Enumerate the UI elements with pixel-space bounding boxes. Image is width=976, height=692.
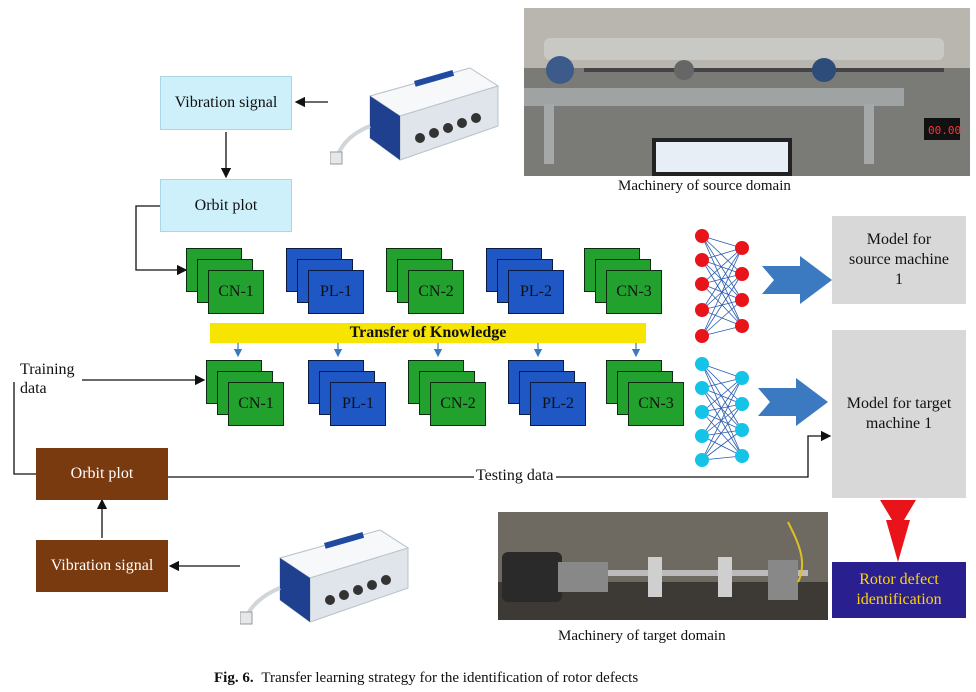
source-net-connection — [701, 259, 743, 327]
orbit-plot-bottom: Orbit plot — [36, 448, 168, 500]
target-net-connection — [701, 429, 743, 461]
source-net-output-neuron — [735, 241, 749, 255]
target-net-connection — [701, 435, 743, 457]
target-net-output-neuron — [735, 423, 749, 437]
target-net-connection — [701, 377, 743, 461]
source-caption: Machinery of source domain — [618, 178, 791, 194]
source-net-connection — [701, 247, 743, 285]
target-net-input-neuron — [695, 453, 709, 467]
source-net-connection — [701, 259, 743, 275]
model-source-box: Model for source machine 1 — [832, 216, 966, 304]
target-caption: Machinery of target domain — [558, 628, 726, 644]
target-net-connection — [701, 387, 743, 431]
target-layer-pl2-label: PL-2 — [542, 395, 574, 412]
target-net-input-neuron — [695, 405, 709, 419]
red-arrow-down — [880, 500, 916, 562]
vibration-signal-bottom-label: Vibration signal — [50, 557, 154, 574]
target-net-connection — [701, 411, 743, 431]
source-net-input-neuron — [695, 277, 709, 291]
source-machinery-photo: 00.00 — [524, 8, 970, 176]
model-source-label: Model for source machine 1 — [849, 231, 949, 288]
figure-caption-label: Fig. 6. — [214, 670, 254, 686]
target-net-input-neuron — [695, 381, 709, 395]
target-net-input-neuron — [695, 357, 709, 371]
vibration-signal-top-label: Vibration signal — [174, 94, 278, 111]
orbit-plot-top-label: Orbit plot — [194, 196, 258, 214]
source-net-connection — [701, 235, 743, 301]
source-net-connection — [701, 259, 743, 301]
arrow-orbit-to-cn1 — [135, 205, 188, 276]
target-layer-cn2-label: CN-2 — [440, 395, 476, 412]
target-net-connection — [701, 363, 743, 457]
counter-display-icon — [924, 118, 960, 140]
target-net-connection — [701, 363, 743, 431]
arrow-training-line — [13, 382, 36, 475]
figure-caption-text: Transfer learning strategy for the ident… — [261, 670, 639, 686]
target-net-output-neuron — [735, 371, 749, 385]
testing-data-label: Testing data — [474, 467, 556, 485]
rotor-defect-label: Rotor defect identification — [856, 571, 942, 608]
target-layer-cn3-label: CN-3 — [638, 395, 674, 412]
source-net-connection — [701, 235, 743, 275]
source-net-input-neuron — [695, 229, 709, 243]
transfer-banner: Transfer of Knowledge — [210, 323, 646, 343]
target-machinery-illustration — [498, 512, 828, 620]
model-target-box: Model for target machine 1 — [832, 330, 966, 498]
blue-arrow-source — [762, 256, 832, 304]
target-machinery-photo — [498, 512, 828, 620]
source-layer-pl1-label: PL-1 — [320, 283, 352, 300]
source-net-connection — [701, 247, 743, 311]
target-net-connection — [701, 377, 743, 413]
target-net-connection — [701, 363, 743, 379]
source-layer-pl2-label: PL-2 — [520, 283, 552, 300]
target-net-output-neuron — [735, 397, 749, 411]
target-net-output-neuron — [735, 449, 749, 463]
source-machinery-illustration: 00.00 — [524, 8, 970, 176]
daq-device-icon-bottom — [240, 529, 410, 625]
rotor-defect-box: Rotor defect identification — [832, 562, 966, 618]
target-net-connection — [701, 387, 743, 457]
figure-caption: Fig. 6. Transfer learning strategy for t… — [214, 670, 638, 687]
source-net-input-neuron — [695, 253, 709, 267]
source-net-output-neuron — [735, 293, 749, 307]
source-layer-cn1-label: CN-1 — [218, 283, 254, 300]
training-data-label: Training data — [20, 361, 75, 397]
blue-arrow-target — [758, 378, 828, 426]
source-layer-cn3-label: CN-3 — [616, 283, 652, 300]
orbit-plot-top: Orbit plot — [160, 179, 292, 232]
target-net-connection — [701, 403, 743, 461]
target-layer-cn1-label: CN-1 — [238, 395, 274, 412]
source-net-output-neuron — [735, 319, 749, 333]
target-neural-net — [695, 357, 749, 467]
target-net-connection — [701, 411, 743, 457]
orbit-plot-bottom-label: Orbit plot — [70, 465, 134, 482]
source-net-input-neuron — [695, 329, 709, 343]
source-net-output-neuron — [735, 267, 749, 281]
source-net-connection — [701, 273, 743, 337]
source-net-connection — [701, 247, 743, 337]
transfer-banner-label: Transfer of Knowledge — [349, 324, 507, 341]
target-net-connection — [701, 387, 743, 405]
banner-down-arrows — [233, 342, 641, 358]
source-net-connection — [701, 299, 743, 337]
source-net-input-neuron — [695, 303, 709, 317]
source-net-connection — [701, 235, 743, 327]
target-net-input-neuron — [695, 429, 709, 443]
svg-text:00.00: 00.00 — [928, 124, 961, 137]
source-neural-net — [695, 229, 749, 343]
vibration-signal-bottom: Vibration signal — [36, 540, 168, 592]
target-net-connection — [701, 363, 743, 405]
target-net-connection — [701, 377, 743, 437]
model-target-label: Model for target machine 1 — [846, 395, 952, 432]
vibration-signal-top: Vibration signal — [160, 76, 292, 130]
target-layer-pl1-label: PL-1 — [342, 395, 374, 412]
target-net-connection — [701, 403, 743, 437]
daq-device-icon — [330, 67, 500, 165]
source-layer-cn2-label: CN-2 — [418, 283, 454, 300]
